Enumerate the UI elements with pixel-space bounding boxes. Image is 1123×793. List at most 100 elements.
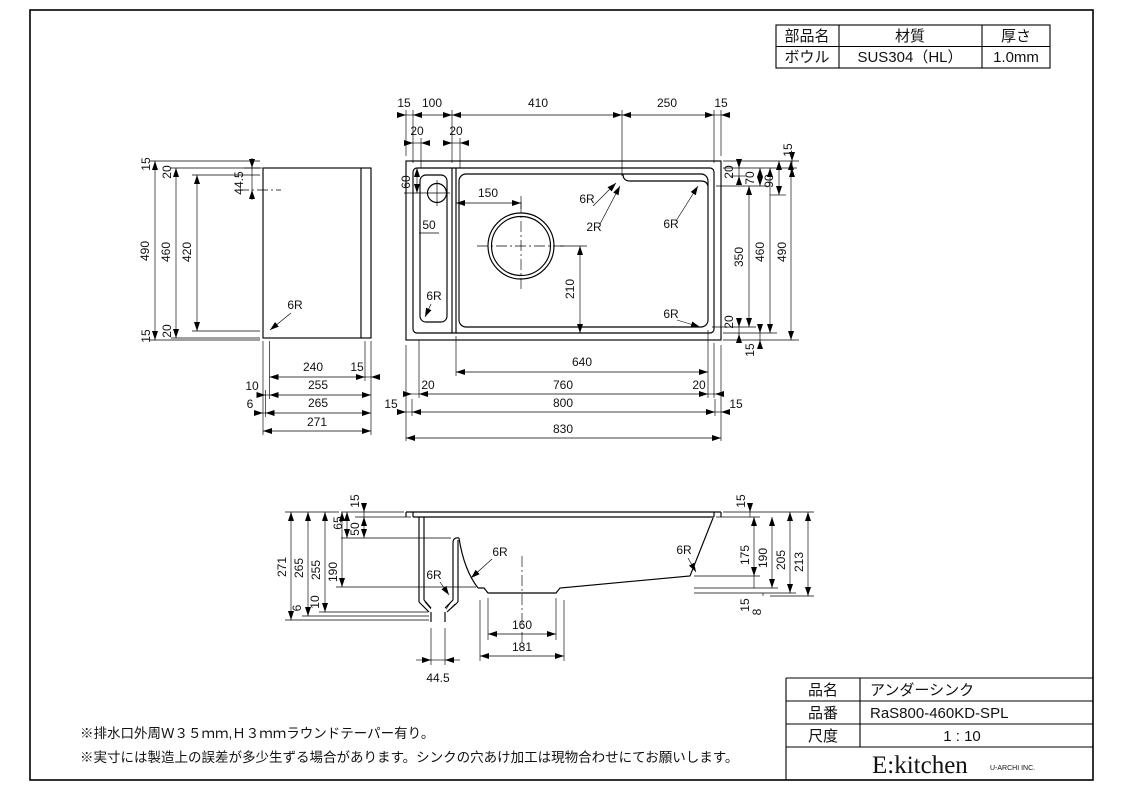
dim-right-20t: 20 — [722, 165, 736, 179]
dim-right-90: 90 — [762, 174, 776, 188]
plan-outer-flange — [405, 160, 722, 341]
parts-value-thickness: 1.0mm — [993, 49, 1039, 66]
radius-6r-b: 6R — [663, 217, 679, 231]
radius-2r: 2R — [586, 220, 602, 234]
bowl-left-slope — [458, 537, 479, 589]
dim-top-20a: 20 — [410, 124, 424, 138]
dim-top-100: 100 — [422, 96, 442, 110]
dim-sec-50: 50 — [348, 522, 362, 536]
dim-lv-490: 490 — [138, 241, 152, 261]
dim-right-350: 350 — [732, 247, 746, 267]
titleblock-value-number: RaS800-460KD-SPL — [870, 705, 1008, 722]
dim-sec-181: 181 — [512, 640, 532, 654]
radius-6r-a: 6R — [579, 192, 595, 206]
dim-lv-460: 460 — [159, 242, 173, 262]
plan-compartment — [419, 174, 448, 323]
radius-6r-c: 6R — [426, 289, 442, 303]
dim-right-20b: 20 — [722, 315, 736, 329]
radius-lv-6r: 6R — [287, 298, 303, 312]
title-block: 品名 アンダーシンク 品番 RaS800-460KD-SPL 尺度 1 : 10… — [785, 677, 1093, 780]
dim-top-15l: 15 — [397, 96, 411, 110]
dim-top-410: 410 — [528, 96, 548, 110]
dim-bottom-15r: 15 — [729, 397, 743, 411]
section-view — [405, 511, 722, 648]
bowl-bottom-profile — [478, 517, 714, 594]
dim-150: 150 — [478, 186, 498, 200]
parts-table: 部品名 材質 厚さ ボウル SUS304（HL） 1.0mm — [775, 24, 1051, 69]
dim-lvb-15: 15 — [350, 360, 364, 374]
dim-lvb-255: 255 — [308, 378, 328, 392]
dim-top-20b: 20 — [449, 124, 463, 138]
dim-bottom-15l: 15 — [384, 397, 398, 411]
dim-lv-420: 420 — [180, 242, 194, 262]
section-left-dims: 271 265 255 190 10 6 — [275, 511, 476, 621]
dim-sec-175: 175 — [738, 545, 752, 565]
radius-sec-6r-c: 6R — [676, 543, 692, 557]
dim-60: 60 — [399, 175, 413, 189]
dim-sec-190r: 190 — [756, 548, 770, 568]
titleblock-label-name: 品名 — [808, 682, 838, 699]
dim-right-70: 70 — [743, 171, 757, 185]
plan-step-edge — [622, 173, 709, 187]
dim-right-15t: 15 — [781, 143, 795, 157]
dim-lv-15t: 15 — [139, 157, 153, 171]
left-view-bottom-dims: 240 15 10 255 6 265 271 — [245, 341, 380, 435]
dim-sec-271: 271 — [275, 557, 289, 577]
plan-right-dims: 20 70 90 15 350 460 490 20 15 — [712, 143, 799, 357]
dim-lv-15b: 15 — [139, 329, 153, 343]
dim-sec-15rb: 15 — [738, 598, 752, 612]
titleblock-value-scale: 1 : 10 — [943, 728, 981, 745]
notes: ※排水口外周Ｗ３５ｍｍ,Ｈ３ｍｍラウンドテーパー有り。 ※実寸には製造上の誤差が… — [80, 726, 738, 765]
dim-lvb-271: 271 — [307, 415, 327, 429]
uarchi-logo-sub: U-ARCHI INC. — [990, 765, 1035, 772]
section-bottom-dims: 160 181 44.5 — [416, 598, 565, 685]
note-line-2: ※実寸には製造上の誤差が多少生ずる場合があります。シンクの穴あけ加工は現物合わせ… — [80, 749, 738, 765]
dim-sec-44-5: 44.5 — [426, 671, 450, 685]
titleblock-value-name: アンダーシンク — [870, 682, 974, 699]
dim-210: 210 — [563, 279, 577, 299]
plan-bowl-top-edge — [412, 167, 715, 334]
parts-header-name: 部品名 — [784, 28, 829, 45]
dim-bottom-800: 800 — [553, 396, 573, 410]
dim-sec-255: 255 — [309, 560, 323, 580]
dim-lvb-265: 265 — [308, 396, 328, 410]
dim-sec-190: 190 — [326, 562, 340, 582]
dim-top-250: 250 — [657, 96, 677, 110]
dim-sec-10: 10 — [308, 595, 322, 609]
parts-header-thickness: 厚さ — [1001, 28, 1031, 45]
section-right-dims: 15 175 190 205 213 15 8 — [694, 494, 814, 615]
dim-sec-15lt: 15 — [348, 494, 362, 508]
dim-lvb-10: 10 — [245, 379, 259, 393]
left-view-body — [262, 167, 372, 339]
plan-top-dims: 15 100 410 250 15 20 20 — [397, 96, 730, 176]
dim-sec-8: 8 — [750, 608, 764, 615]
dim-sec-15rt: 15 — [734, 494, 748, 508]
dim-right-460: 460 — [753, 242, 767, 262]
parts-header-material: 材質 — [895, 27, 925, 45]
dim-sec-65: 65 — [331, 516, 345, 530]
dim-lvb-6: 6 — [247, 397, 254, 411]
note-line-1: ※排水口外周Ｗ３５ｍｍ,Ｈ３ｍｍラウンドテーパー有り。 — [80, 726, 434, 741]
dim-top-15r: 15 — [714, 96, 728, 110]
left-side-view: 44.5 6R — [232, 158, 372, 339]
radius-sec-6r-b: 6R — [492, 545, 508, 559]
dim-bottom-20r: 20 — [692, 378, 706, 392]
dim-sec-160: 160 — [512, 618, 532, 632]
ekitchen-logo: E:kitchen — [872, 752, 968, 779]
radius-6r-d: 6R — [663, 307, 679, 321]
titleblock-label-scale: 尺度 — [808, 728, 838, 745]
parts-value-name: ボウル — [784, 49, 829, 66]
dim-bottom-760: 760 — [553, 378, 573, 392]
plan-bowl-bottom-edge — [458, 173, 709, 328]
plan-inner-dims: 60 150 50 210 6R 2R 6R 6R 6R — [399, 168, 701, 333]
dim-sec-6: 6 — [290, 604, 304, 611]
dim-right-15b: 15 — [743, 343, 757, 357]
plan-bottom-dims: 640 20 760 20 15 800 15 830 — [384, 330, 743, 441]
dim-right-490: 490 — [775, 242, 789, 262]
dim-lv-20b: 20 — [160, 324, 174, 338]
dim-sec-265: 265 — [292, 558, 306, 578]
dim-bottom-830: 830 — [553, 422, 573, 436]
dim-lv-20t: 20 — [160, 165, 174, 179]
